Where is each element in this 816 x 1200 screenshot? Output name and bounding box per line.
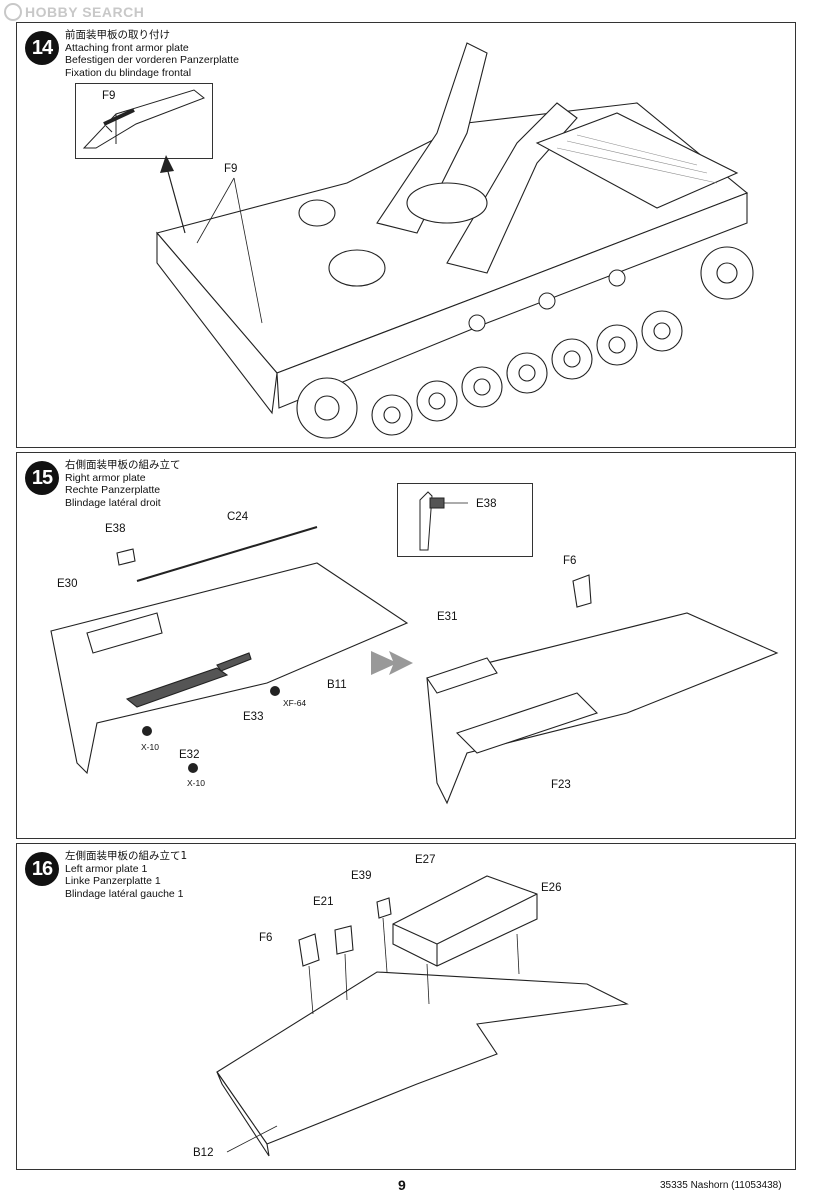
product-code: 35335 Nashorn (11053438) [660,1180,782,1191]
part-label-e27: E27 [415,854,436,866]
watermark-text: HOBBY SEARCH [25,4,145,20]
page-number: 9 [398,1177,406,1193]
step-number-badge: 14 [25,31,59,65]
e38-detail-inset: E38 [397,483,533,557]
watermark: HOBBY SEARCH [4,3,145,22]
part-label-e38-inset: E38 [476,498,497,510]
step-number-badge: 15 [25,461,59,495]
part-label-f6: F6 [259,932,273,944]
part-label-e33: E33 [243,711,264,723]
e38-detail-drawing [419,491,468,551]
part-label-f6: F6 [563,555,577,567]
part-label-f9-inset: F9 [102,90,116,102]
step-16-panel: 16 左側面装甲板の組み立て1 Left armor plate 1 Linke… [16,843,796,1170]
step-titles: 右側面装甲板の組み立て Right armor plate Rechte Pan… [65,459,181,509]
paint-label-xf64: XF-64 [283,698,307,708]
title-jp: 右側面装甲板の組み立て [65,459,181,471]
f9-detail-inset: F9 [75,83,213,159]
part-label-c24: C24 [227,511,249,523]
paint-label-x10b: X-10 [187,778,205,788]
title-de: Linke Panzerplatte 1 [65,875,161,887]
title-fr: Fixation du blindage frontal [65,66,192,79]
title-de: Befestigen der vorderen Panzerplatte [65,54,239,66]
part-label-e26: E26 [541,882,562,894]
paint-label-x10a: X-10 [141,742,159,752]
title-en: Attaching front armor plate [65,41,189,54]
part-label-f9: F9 [224,163,238,175]
part-label-e21: E21 [313,896,334,908]
title-en: Right armor plate [65,471,146,484]
step-titles: 前面装甲板の取り付け Attaching front armor plate B… [65,29,239,79]
hobbysearch-logo-icon [4,3,22,22]
part-label-e30: E30 [57,578,78,590]
title-de: Rechte Panzerplatte [65,484,161,496]
part-label-e32: E32 [179,749,200,761]
step-number-badge: 16 [25,852,59,886]
tank-hull-drawing [156,42,754,439]
part-label-f23: F23 [551,779,571,791]
part-label-e38: E38 [105,523,126,535]
part-label-b11: B11 [327,679,347,691]
f9-detail-drawing [82,89,205,149]
part-label-e31: E31 [437,611,458,623]
left-armor-plate-drawing [216,875,629,1157]
title-en: Left armor plate 1 [65,862,148,875]
step-15-panel: 15 右側面装甲板の組み立て Right armor plate Rechte … [16,452,796,839]
part-label-e39: E39 [351,870,372,882]
title-jp: 前面装甲板の取り付け [65,29,170,41]
right-armor-plate-drawing [50,526,779,805]
step-titles: 左側面装甲板の組み立て1 Left armor plate 1 Linke Pa… [65,850,187,900]
title-fr: Blindage latéral gauche 1 [65,887,184,900]
part-label-b12: B12 [193,1147,214,1159]
step-14-panel: 14 前面装甲板の取り付け Attaching front armor plat… [16,22,796,448]
title-jp: 左側面装甲板の組み立て1 [65,850,188,862]
title-fr: Blindage latéral droit [65,496,161,509]
